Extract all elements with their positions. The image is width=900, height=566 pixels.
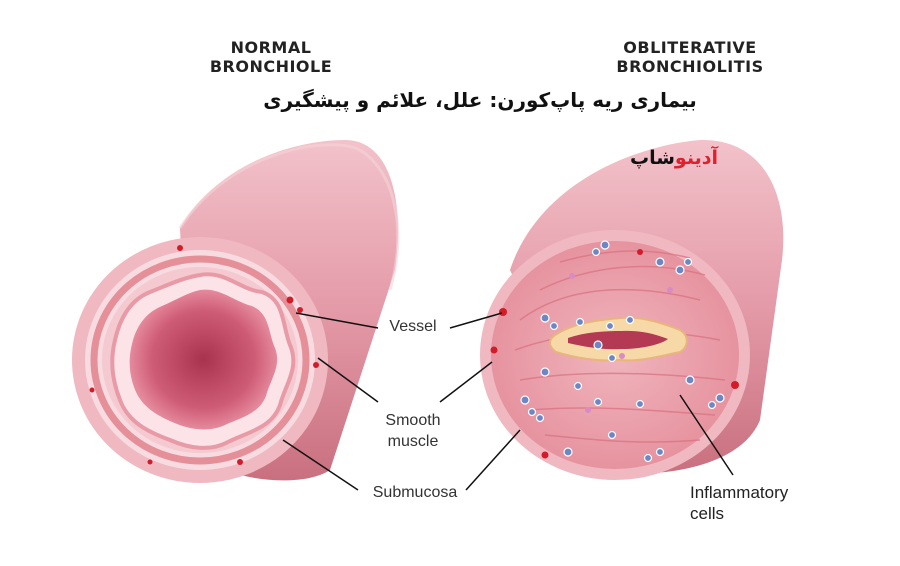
- label-inflammatory-cells: Inflammatory cells: [690, 482, 840, 524]
- label-line: muscle: [387, 433, 439, 450]
- vessel-dot: [499, 308, 507, 316]
- leader-submucosa-left: [282, 439, 359, 491]
- leader-submucosa-right: [465, 429, 521, 491]
- vessel-dot: [147, 459, 153, 465]
- normal-smooth-muscle-ring: [90, 255, 310, 465]
- label-line: Smooth: [385, 412, 441, 429]
- inflammatory-cells-group: [520, 240, 725, 463]
- normal-bronchiole-heading: NORMAL BRONCHIOLE: [196, 38, 346, 76]
- leader-smooth-right: [439, 361, 493, 403]
- vessel-dot: [286, 296, 294, 304]
- leader-vessel-left: [295, 312, 379, 329]
- inflammatory-cells-pink: [569, 273, 673, 413]
- vessel-dot: [541, 451, 549, 459]
- heading-line: BRONCHIOLE: [209, 57, 333, 76]
- vessel-dot: [237, 459, 243, 465]
- label-vessel: Vessel: [389, 318, 437, 335]
- vessel-dot: [313, 362, 319, 368]
- vessel-dot: [177, 245, 183, 251]
- label-submucosa: Submucosa: [372, 484, 458, 501]
- vessel-dot: [89, 387, 95, 393]
- leader-vessel-right: [449, 312, 503, 329]
- label-smooth-muscle: Smooth muscle: [368, 410, 458, 452]
- leader-lines: [282, 312, 734, 491]
- normal-bronchiole-tube: [72, 140, 400, 483]
- heading-line: BRONCHIOLITIS: [616, 57, 764, 76]
- oblit-lumen: [568, 330, 668, 350]
- heading-line: OBLITERATIVE: [623, 38, 757, 57]
- persian-title: بیماری ریه پاپ‌کورن: علل، علائم و پیشگیر…: [263, 88, 697, 112]
- normal-lumen: [129, 289, 278, 430]
- label-line: cells: [690, 504, 725, 523]
- leader-inflammatory: [679, 394, 734, 476]
- vessel-dot: [637, 249, 643, 255]
- vessel-dot: [490, 346, 498, 354]
- heading-line: NORMAL: [230, 38, 312, 57]
- vessel-dot: [731, 381, 739, 389]
- leader-smooth-left: [317, 357, 379, 403]
- obliterative-bronchiolitis-tube: [480, 139, 784, 480]
- brand-logo-text: آدینوشاپ: [630, 147, 780, 169]
- vessel-dot: [297, 307, 303, 313]
- obliterative-bronchiolitis-heading: OBLITERATIVE BRONCHIOLITIS: [590, 38, 790, 76]
- brand-part-red: آدینو: [674, 147, 718, 169]
- brand-part-black: شاپ: [630, 147, 675, 169]
- label-line: Inflammatory: [690, 483, 789, 502]
